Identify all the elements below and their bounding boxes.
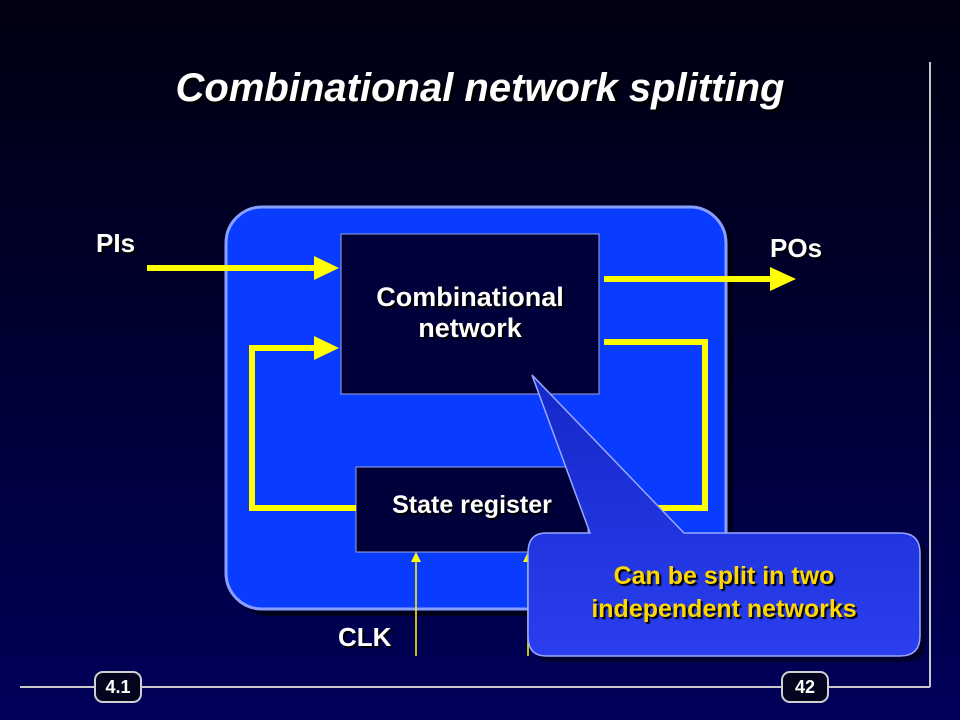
combinational-network-box [340,233,600,395]
clk-arrowhead [411,552,421,562]
callout-line2: independent networks [591,594,857,623]
slide-title: Combinational network splitting [175,66,785,110]
callout-line1: Can be split in two [613,562,835,590]
page-number-badge: 42 [781,671,829,703]
combinational-network-label: Combinational network [341,282,599,344]
pos-label: POs [770,233,823,263]
frame-line-bottom [20,686,930,688]
feedback-arrowhead [314,336,339,360]
combinational-network-label-line1: Combinational [376,282,564,312]
feedback-wire-left [249,345,356,511]
frame-line-vertical [929,62,931,687]
callout-text: Can be split in two independent networks [530,560,918,625]
pis-arrowhead [314,256,339,280]
pis-label: PIs [96,228,136,258]
pos-arrowhead [770,267,796,291]
clk-label: CLK [338,622,392,652]
combinational-network-label-line2: network [418,313,522,344]
section-badge: 4.1 [94,671,142,703]
callout-shape [527,374,921,657]
state-register-label: State register [392,491,552,519]
